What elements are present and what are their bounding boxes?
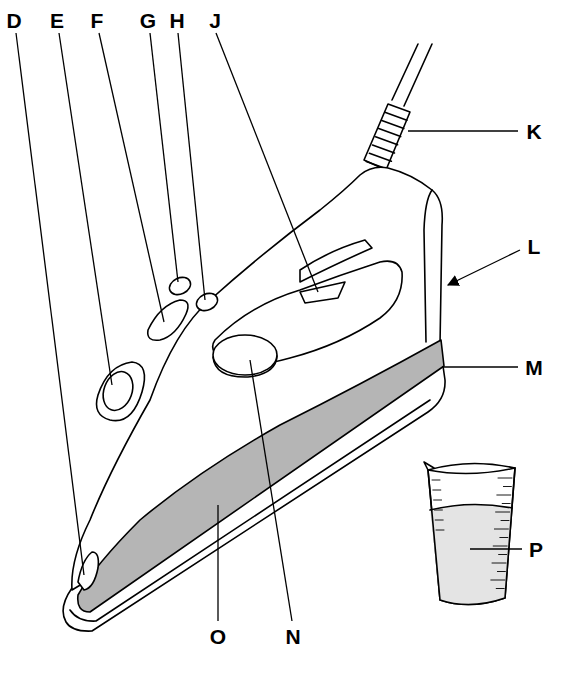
cup-scale-tick [433,490,441,491]
cup-scale-tick [500,537,508,538]
cup-scale-tick [496,588,504,589]
temperature-dial [213,335,277,375]
measuring-cup [424,462,515,605]
callout-letter: K [524,121,543,142]
strain-relief-rib [379,129,401,137]
spray-nozzle [78,552,98,590]
callout-letter: L [526,236,543,257]
water-tank [78,340,444,612]
cup-scale-tick [434,510,442,511]
leader-lines [16,33,522,621]
power-cord [392,44,432,106]
cup-scale-tick [491,580,505,581]
burst-button [167,274,194,298]
cup-scale-tick [434,500,442,501]
strain-relief-rib [369,153,391,161]
callout-letter: F [89,10,106,31]
handle-grip [300,240,372,282]
cup-scale-tick [493,546,507,547]
steam-selector-frame [97,362,145,421]
cup-scale-tick [497,495,511,496]
cup-scale-tick [498,478,512,479]
callout-letter: P [527,539,545,560]
callout-letter: H [167,10,186,31]
cup-scale-tick [496,512,510,513]
cup-scale-tick [432,480,440,481]
cup-scale-tick [499,554,507,555]
cup-scale-tick [435,520,443,521]
strain-relief-rib [385,112,407,120]
callout-letter: J [207,10,223,31]
strain-relief-rib [373,145,395,153]
callout-letter: N [283,626,302,647]
callout-letter: M [523,357,545,378]
strain-relief-rib [382,120,404,128]
cup-scale-tick [501,520,509,521]
cup-scale-tick [492,563,506,564]
callout-letter: G [138,10,158,31]
callout-letter: O [208,626,228,647]
callout-letter: E [48,10,66,31]
strain-relief-rib [376,137,398,145]
spray-button [300,282,345,303]
cup-scale-tick [494,529,508,530]
cup-scale-tick [497,571,505,572]
spray-mist-button [194,290,221,314]
steam-selector [98,367,138,414]
callout-letter: D [4,10,23,31]
cup-scale-tick [436,530,444,531]
cord-strain-relief [364,104,410,170]
cup-scale-tick [503,486,511,487]
self-clean-slider [148,300,188,340]
cup-scale-tick [502,503,510,504]
